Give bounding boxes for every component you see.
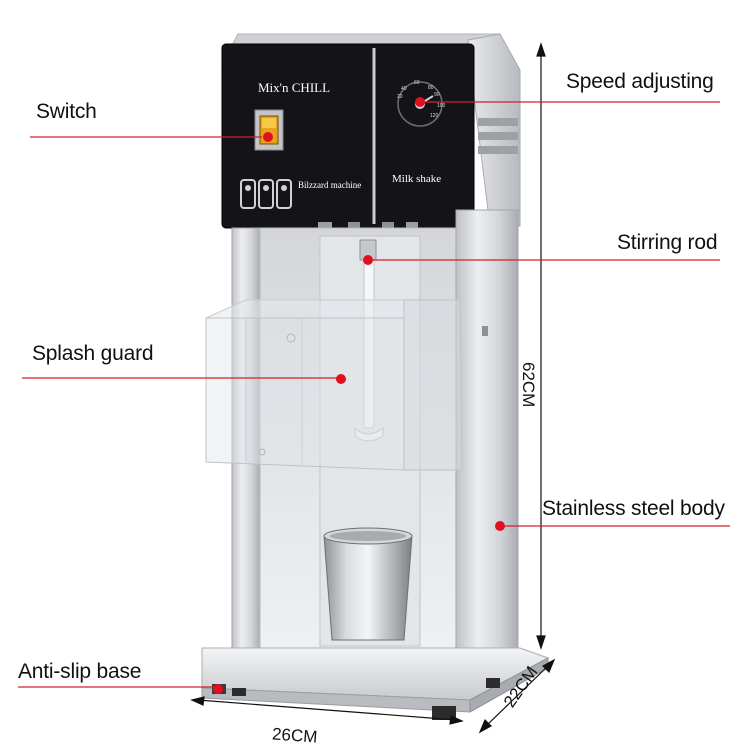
mode-text: Milk shake (392, 173, 441, 185)
callout-splash-guard: Splash guard (32, 342, 154, 365)
callout-lines (18, 101, 730, 688)
rocker-switch[interactable] (254, 109, 284, 151)
callout-switch: Switch (36, 100, 97, 123)
splash-guard (205, 299, 463, 471)
dial-tick: 20 (397, 94, 403, 100)
indicator-lights (240, 179, 292, 209)
machine-base (201, 647, 550, 720)
callout-dots (213, 97, 505, 694)
brand-text: Mix'n CHILL (258, 80, 330, 95)
callout-anti-slip-base: Anti-slip base (18, 660, 142, 683)
dimension-lines (190, 42, 556, 734)
dial-tick: 40 (401, 86, 407, 92)
dimension-width: 26CM (271, 724, 319, 747)
subtitle-text: Bilzzard machine (298, 180, 361, 190)
dial-tick: 100 (437, 103, 446, 109)
callout-stirring-rod: Stirring rod (617, 231, 718, 254)
dial-tick: 80 (428, 85, 434, 91)
dial-tick: 120 (430, 113, 439, 119)
dial-tick: 60 (414, 80, 420, 86)
dimension-height: 62CM (519, 362, 538, 408)
dial-ticks: 60 80 90 40 100 20 120 (397, 80, 446, 119)
callout-speed-adjusting: Speed adjusting (566, 70, 714, 93)
mixing-cup (323, 527, 413, 641)
dial-tick: 90 (434, 92, 440, 98)
callout-stainless-body: Stainless steel body (542, 497, 725, 520)
